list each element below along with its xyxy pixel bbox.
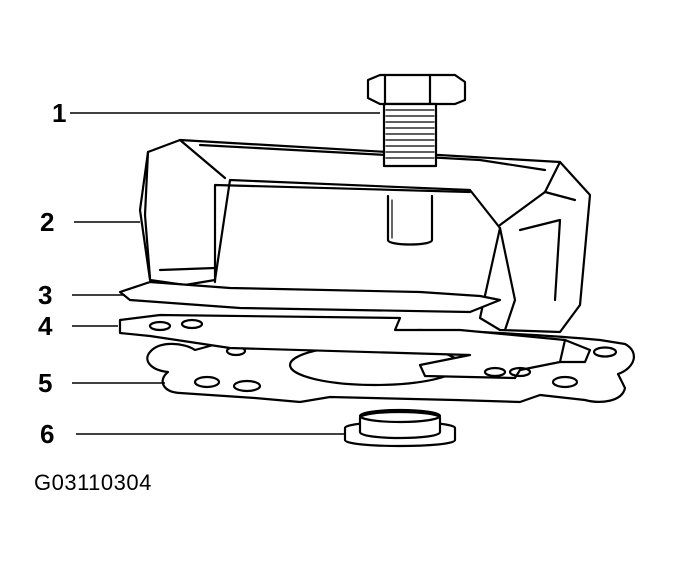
part-4-crossbar	[118, 313, 592, 380]
callout-1: 1	[52, 98, 67, 128]
callout-3: 3	[38, 280, 53, 310]
callout-4: 4	[38, 311, 53, 341]
callout-2: 2	[40, 207, 55, 237]
callout-6: 6	[40, 419, 55, 449]
part-1-bolt	[366, 73, 467, 246]
callout-5: 5	[38, 368, 53, 398]
figure-id: G03110304	[34, 470, 152, 495]
part-3-flange	[118, 280, 502, 314]
part-6-thrust-pad	[343, 408, 457, 448]
